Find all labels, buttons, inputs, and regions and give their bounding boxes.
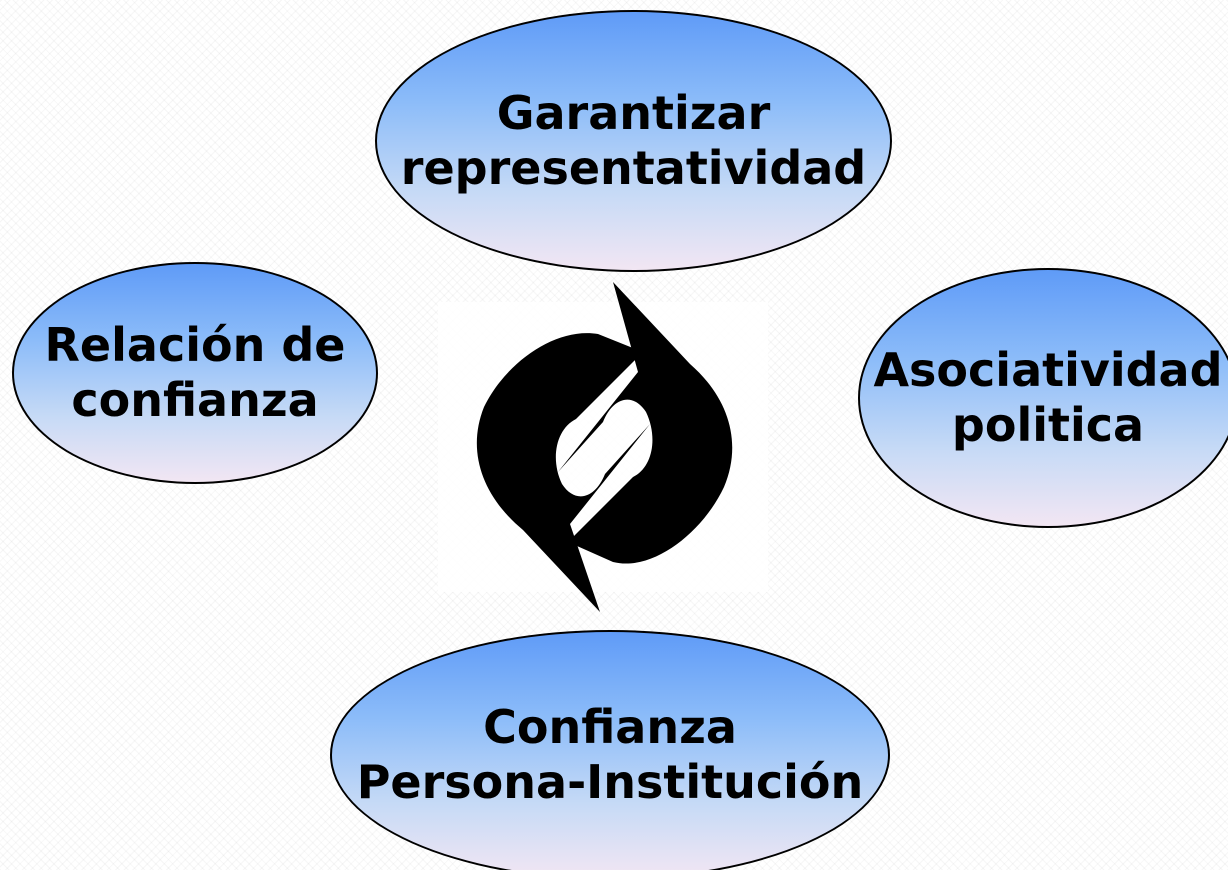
cycle-arrow-left-icon [476,333,650,612]
node-relacion-de-confianza: Relación de confianza [12,262,378,484]
cycle-arrow-right-icon [558,282,733,564]
node-label-line1: Asociatividad [873,342,1223,397]
node-label-line1: Garantizar [496,85,771,140]
node-label-line2: confianza [71,373,319,427]
node-confianza-persona-institucion: Confianza Persona-Institución [330,630,890,870]
node-label-line1: Confianza [483,699,737,754]
node-label-line2: politica [951,398,1145,452]
node-label-line2: Persona-Institución [356,755,864,809]
node-label-line2: representatividad [400,141,867,195]
node-label-line1: Relación de [44,317,346,372]
node-asociatividad-politica: Asociatividad politica [858,268,1228,528]
node-garantizar-representatividad: Garantizar representatividad [375,10,892,272]
refresh-cycle-arrows-icon [438,282,768,612]
